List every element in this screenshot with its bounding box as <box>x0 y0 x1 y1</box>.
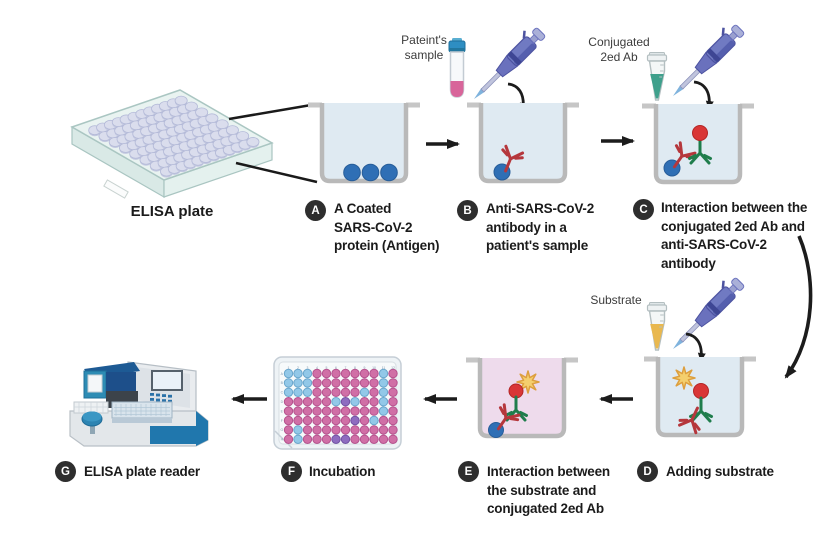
magnifier-lines <box>228 102 318 184</box>
svg-text:11: 11 <box>382 366 386 370</box>
antigen-dots-icon <box>343 163 398 182</box>
substrate-label: Substrate <box>590 293 642 307</box>
step-badge-g: G <box>55 461 76 482</box>
patients-sample-label: Pateint's sample <box>401 33 447 62</box>
step-label-g: ELISA plate reader <box>84 464 200 479</box>
elisa-plate-caption: ELISA plate <box>130 203 214 220</box>
step-badge-f: F <box>281 461 302 482</box>
svg-text:F: F <box>281 419 283 423</box>
step-badge-e: E <box>458 461 479 482</box>
conjugate-dot <box>693 383 709 399</box>
svg-text:2: 2 <box>297 366 299 370</box>
step-label-e: Interaction between the substrate and co… <box>487 464 610 516</box>
svg-text:5: 5 <box>326 366 328 370</box>
step-label-a: A Coated SARS-CoV-2 protein (Antigen) <box>334 201 440 253</box>
step-label-c: Interaction between the conjugated 2ed A… <box>661 200 808 271</box>
svg-text:9: 9 <box>364 366 366 370</box>
elisa-plate-3d-icon <box>70 89 274 199</box>
step-badge-a: A <box>305 200 326 221</box>
svg-text:C: C <box>281 391 284 395</box>
well-d <box>644 357 756 435</box>
conjugate-dot <box>692 125 708 141</box>
pipette-icon-b <box>463 21 548 106</box>
step-label-f: Incubation <box>309 464 376 479</box>
svg-text:12: 12 <box>391 366 395 370</box>
step-label-d: Adding substrate <box>666 464 774 479</box>
keypad-icon <box>150 393 172 403</box>
svg-text:4: 4 <box>316 366 318 370</box>
svg-text:7: 7 <box>345 366 347 370</box>
svg-text:B: B <box>281 381 284 385</box>
well-c <box>642 104 754 182</box>
substrate-star-icon <box>672 366 696 390</box>
svg-text:8: 8 <box>354 366 356 370</box>
conjugated-ab-label: Conjugated 2ed Ab <box>588 35 650 64</box>
svg-text:3: 3 <box>307 366 309 370</box>
svg-text:G: G <box>280 428 283 432</box>
svg-text:H: H <box>281 438 284 442</box>
svg-text:D: D <box>281 400 284 404</box>
well-a <box>308 103 420 181</box>
svg-text:E: E <box>281 409 284 413</box>
step-label-b: Anti-SARS-CoV-2 antibody in a patient's … <box>486 201 594 253</box>
arrow-c-to-d <box>784 235 813 379</box>
svg-text:1: 1 <box>288 366 290 370</box>
well-b <box>467 103 579 181</box>
svg-text:A: A <box>281 372 284 376</box>
dispense-arrow-d <box>686 334 701 360</box>
svg-text:6: 6 <box>335 366 337 370</box>
step-badge-b: B <box>457 200 478 221</box>
step-badge-c: C <box>633 199 654 220</box>
plate-reader-icon <box>69 361 209 447</box>
svg-text:10: 10 <box>372 366 376 370</box>
step-badge-d: D <box>637 461 658 482</box>
well-e <box>466 358 578 438</box>
substrate-tube-icon <box>646 301 668 351</box>
pipette-icon-d <box>662 271 747 356</box>
